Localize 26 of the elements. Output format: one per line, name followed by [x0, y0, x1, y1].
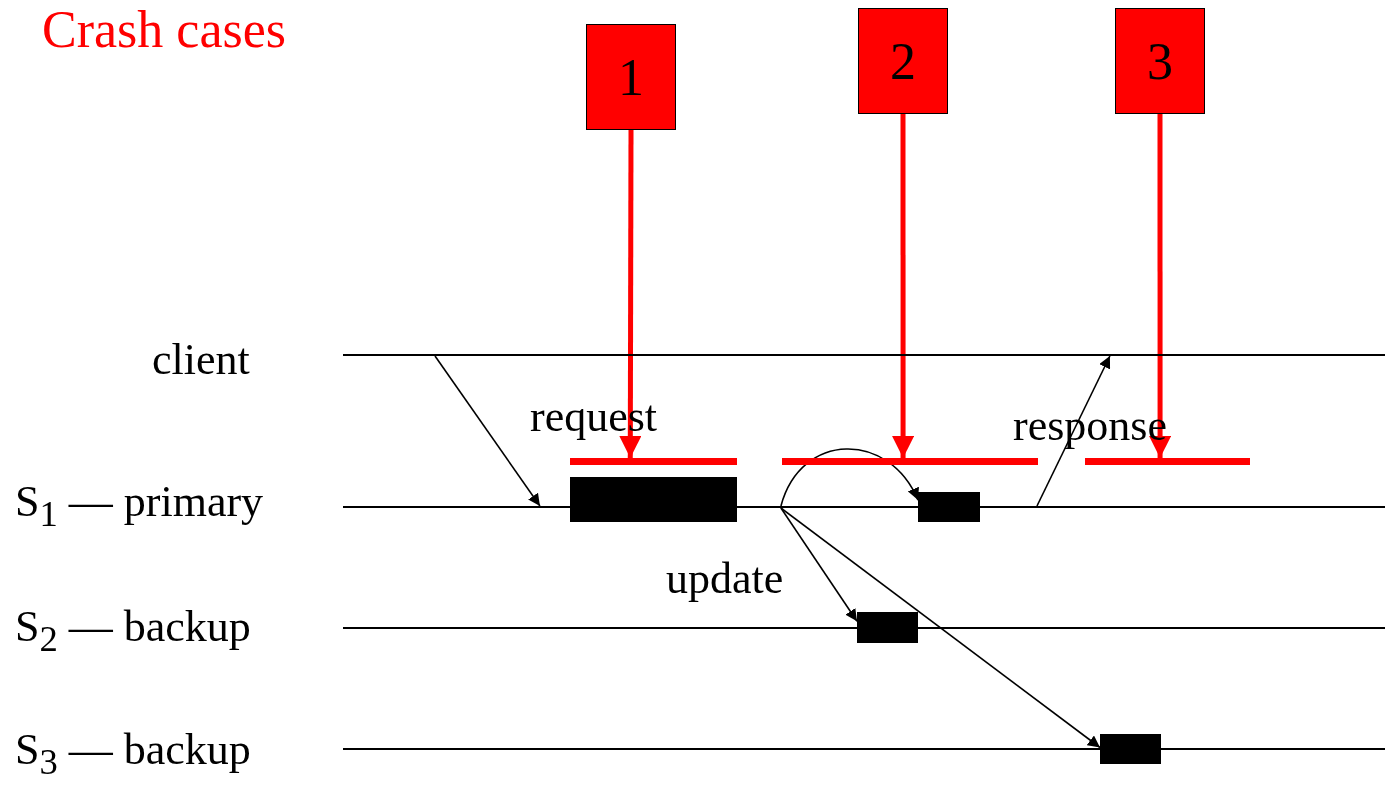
timeline-label: S$_{1}$ — primary [15, 480, 264, 533]
timeline-label: S$_{3}$ — backup [15, 728, 251, 781]
processing-block [857, 612, 918, 643]
arrow [780, 448, 919, 507]
arrow [780, 507, 1101, 749]
processing-block [570, 477, 737, 522]
timeline-label: client [152, 338, 250, 382]
arrow [619, 130, 642, 458]
timeline [343, 748, 1385, 750]
arrow [780, 507, 858, 623]
crash-interval-bar [782, 458, 1038, 465]
crash-interval-bar [570, 458, 737, 465]
timeline-label: S$_{2}$ — backup [15, 605, 251, 658]
arrow [434, 355, 541, 507]
crash-interval-bar [1085, 458, 1250, 465]
timeline [343, 354, 1385, 356]
processing-block [1100, 734, 1161, 764]
crash-case-box: 3 [1115, 8, 1205, 114]
arrow [1149, 114, 1172, 458]
crash-case-box: 2 [858, 8, 948, 114]
title: Crash cases [42, 4, 287, 56]
arrow [892, 114, 915, 458]
timeline [343, 627, 1385, 629]
crash-case-box: 1 [586, 24, 676, 130]
processing-block [918, 492, 980, 522]
edge-label: update [666, 557, 784, 601]
